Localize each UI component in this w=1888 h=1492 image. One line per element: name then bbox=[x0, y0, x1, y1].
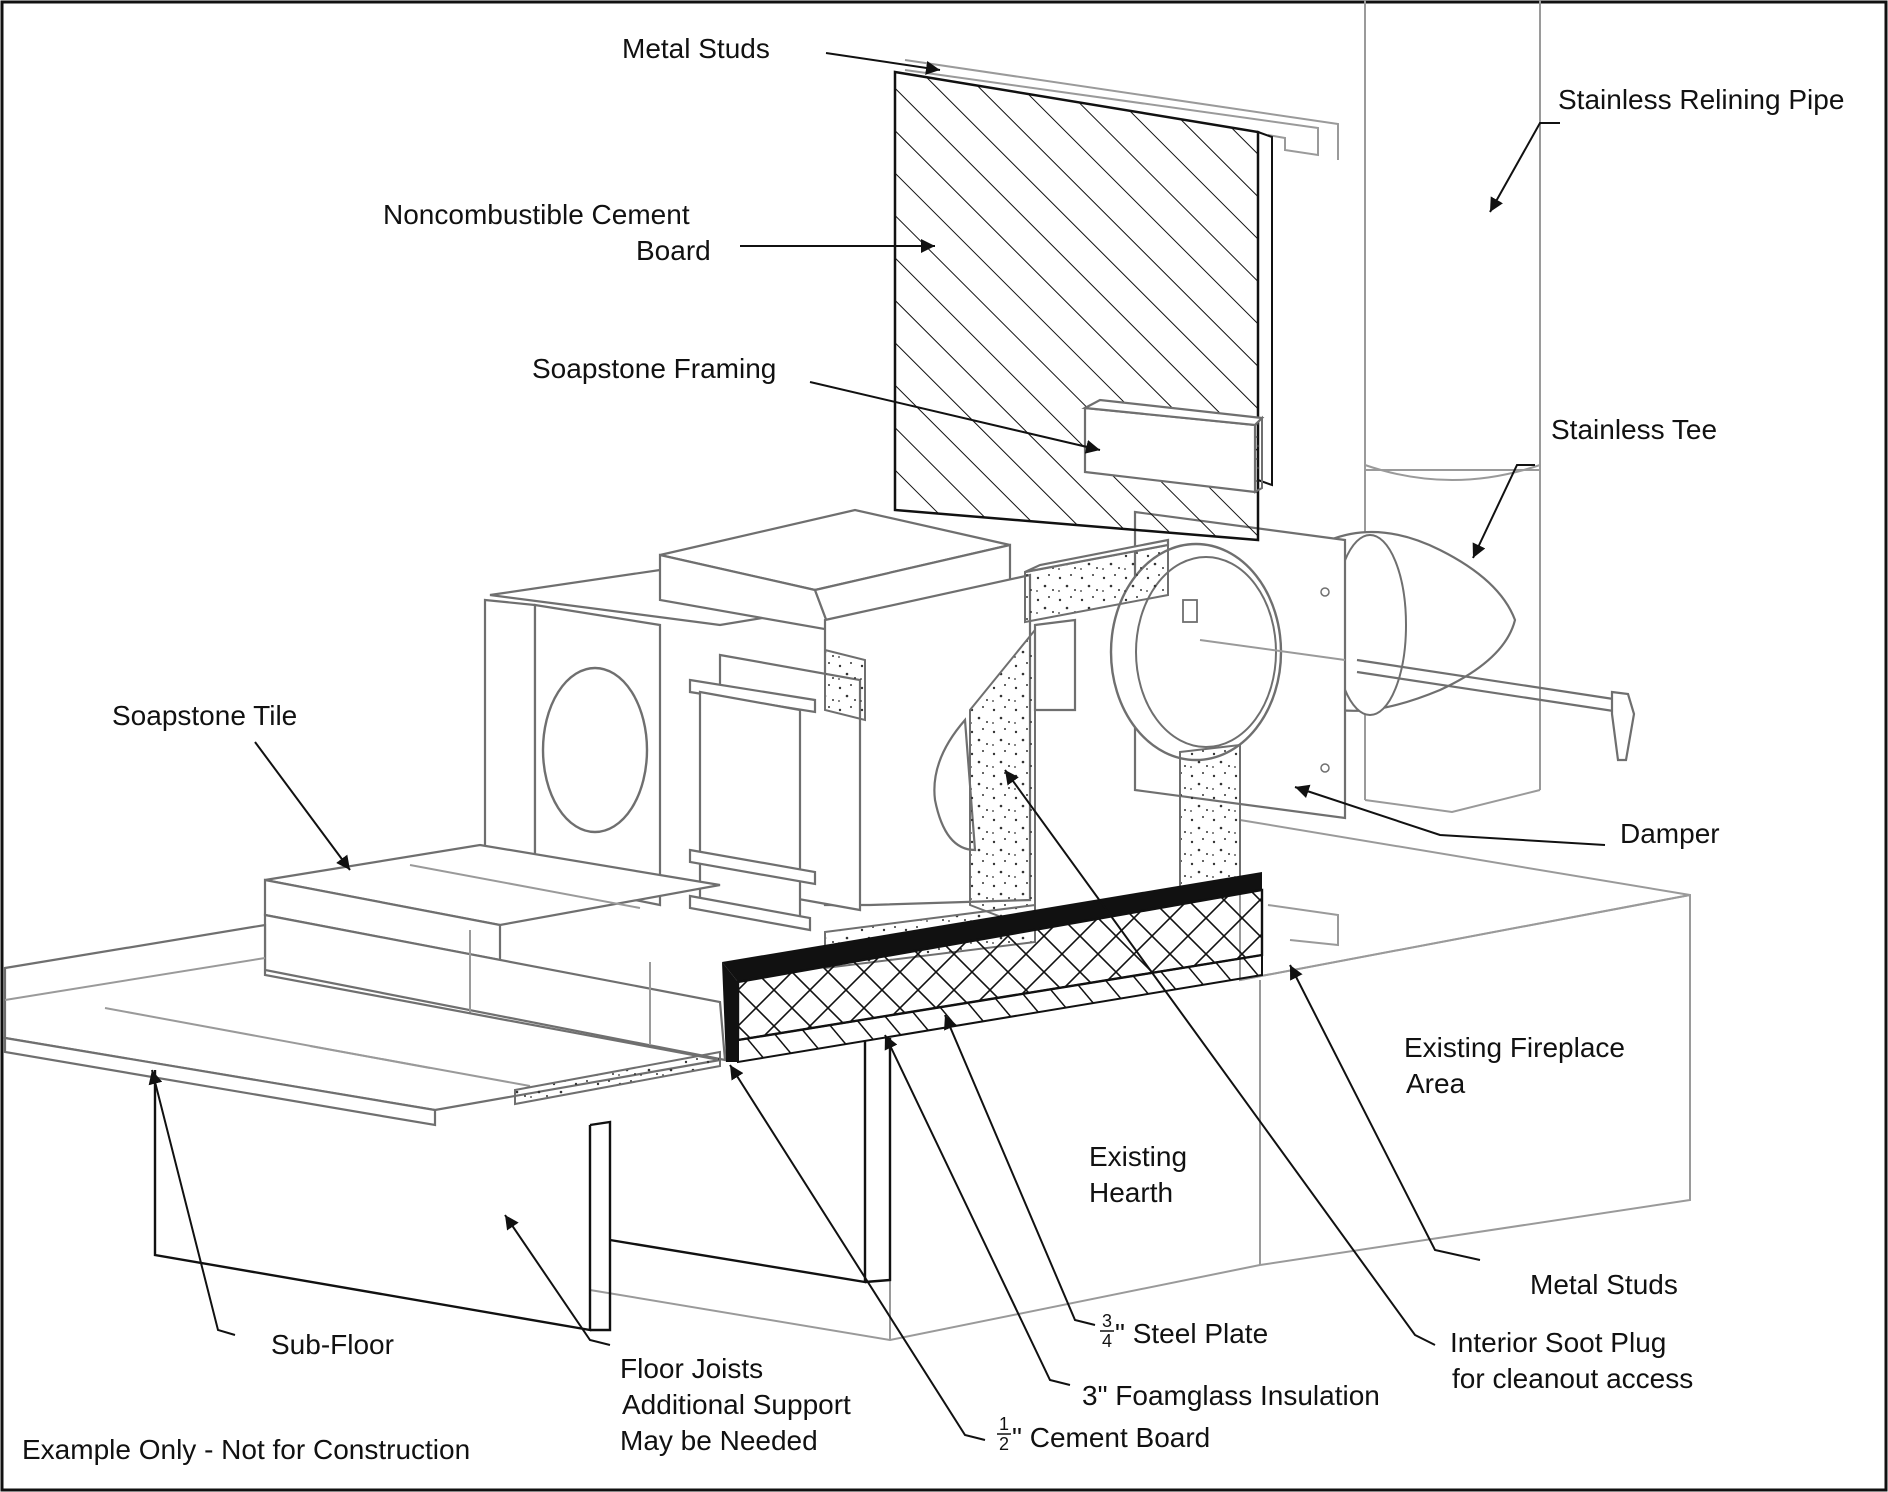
label-sub-floor: Sub-Floor bbox=[271, 1329, 394, 1360]
metal-stud-top-edge bbox=[904, 59, 1339, 160]
label-existing-fireplace-line2: Area bbox=[1406, 1068, 1466, 1099]
metal-stud-bottom bbox=[1267, 904, 1339, 947]
floor-joists bbox=[153, 1038, 892, 1332]
sub-floor bbox=[3, 923, 721, 1127]
label-damper: Damper bbox=[1620, 818, 1720, 849]
label-existing-fireplace-line1: Existing Fireplace bbox=[1404, 1032, 1625, 1063]
label-steel-plate: 3 4 " Steel Plate bbox=[1100, 1311, 1268, 1351]
label-half-cement-board: 1 2 " Cement Board bbox=[997, 1414, 1210, 1454]
soapstone-framing bbox=[1081, 398, 1265, 494]
label-stainless-tee: Stainless Tee bbox=[1551, 414, 1717, 445]
stove-door bbox=[688, 678, 817, 932]
soapstone-tile-platform bbox=[263, 843, 727, 1062]
label-cement-board-line2: Board bbox=[636, 235, 711, 266]
label-half-cement-denominator: 2 bbox=[999, 1434, 1009, 1454]
label-cement-board-line1: Noncombustible Cement bbox=[383, 199, 690, 230]
label-stainless-relining-pipe: Stainless Relining Pipe bbox=[1558, 84, 1844, 115]
disclaimer-text: Example Only - Not for Construction bbox=[22, 1434, 470, 1465]
label-floor-joists-line3: May be Needed bbox=[620, 1425, 818, 1456]
label-existing-hearth-line1: Existing bbox=[1089, 1141, 1187, 1172]
label-soot-plug-line1: Interior Soot Plug bbox=[1450, 1327, 1666, 1358]
label-foamglass-insulation: 3" Foamglass Insulation bbox=[1082, 1380, 1380, 1411]
damper bbox=[1109, 510, 1347, 820]
hearth-insulation-layers bbox=[722, 872, 1264, 1064]
label-half-cement-text: " Cement Board bbox=[1012, 1422, 1210, 1453]
label-floor-joists-line2: Additional Support bbox=[622, 1389, 851, 1420]
label-metal-studs-top: Metal Studs bbox=[622, 33, 770, 64]
stainless-tee bbox=[1328, 530, 1636, 762]
label-half-cement-numerator: 1 bbox=[999, 1414, 1009, 1434]
label-metal-studs-bottom: Metal Studs bbox=[1530, 1269, 1678, 1300]
label-soapstone-framing: Soapstone Framing bbox=[532, 353, 776, 384]
metal-stud-top bbox=[904, 69, 1319, 157]
label-existing-hearth-line2: Hearth bbox=[1089, 1177, 1173, 1208]
label-soot-plug-line2: for cleanout access bbox=[1452, 1363, 1693, 1394]
label-steel-plate-numerator: 3 bbox=[1102, 1311, 1112, 1331]
label-soapstone-tile: Soapstone Tile bbox=[112, 700, 297, 731]
label-steel-plate-denominator: 4 bbox=[1102, 1331, 1112, 1351]
label-steel-plate-text: " Steel Plate bbox=[1115, 1318, 1268, 1349]
leaders bbox=[148, 52, 1606, 1441]
label-floor-joists-line1: Floor Joists bbox=[620, 1353, 763, 1384]
